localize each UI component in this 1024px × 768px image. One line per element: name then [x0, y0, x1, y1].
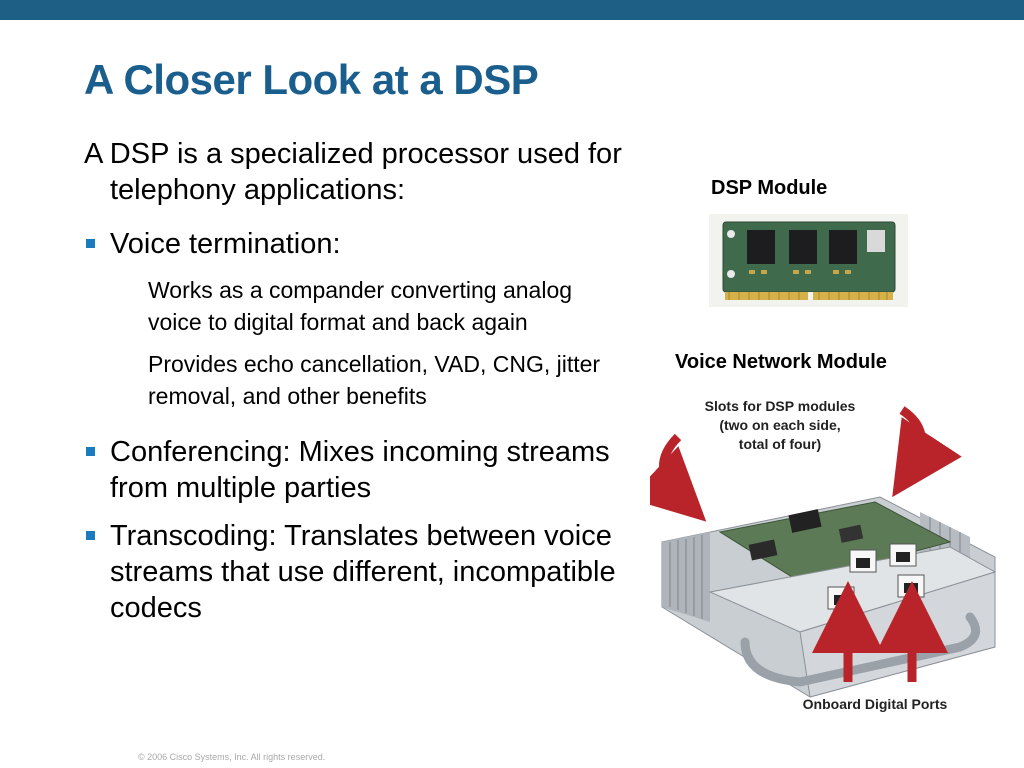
bullet-text: Conferencing: Mixes incoming streams fro…: [110, 436, 610, 504]
callout-line-1: Slots for DSP modules: [705, 398, 856, 414]
sub-bullets: Works as a compander converting analog v…: [84, 274, 624, 412]
slide-title: A Closer Look at a DSP: [84, 56, 539, 103]
callout-onboard-ports: Onboard Digital Ports: [803, 696, 948, 712]
dsp-module-caption: DSP Module: [711, 177, 828, 199]
voice-network-module-caption: Voice Network Module: [675, 351, 887, 373]
dsp-module-image: [709, 214, 908, 307]
lead-paragraph: A DSP is a specialized processor used fo…: [84, 138, 622, 206]
bullet-conferencing: Conferencing: Mixes incoming streams fro…: [84, 434, 624, 506]
sub-bullet-compander: Works as a compander converting analog v…: [148, 277, 573, 335]
bullet-voice-termination: Voice termination:: [84, 226, 624, 262]
bullet-text: Transcoding: Translates between voice st…: [110, 520, 616, 624]
callout-line-2: (two on each side,: [719, 417, 840, 433]
bullet-transcoding: Transcoding: Translates between voice st…: [84, 518, 624, 626]
sub-bullet-echo-cancellation: Provides echo cancellation, VAD, CNG, ji…: [148, 351, 601, 409]
bullet-text: Voice termination:: [110, 228, 341, 260]
square-bullet-icon: [86, 531, 95, 540]
square-bullet-icon: [86, 239, 95, 248]
callout-line-3: total of four): [739, 436, 821, 452]
top-bar: [0, 0, 1024, 20]
voice-network-module-image: Slots for DSP modules (two on each side,…: [650, 398, 997, 712]
square-bullet-icon: [86, 447, 95, 456]
slide-body: A DSP is a specialized processor used fo…: [84, 136, 624, 638]
copyright-footer: © 2006 Cisco Systems, Inc. All rights re…: [138, 752, 326, 762]
